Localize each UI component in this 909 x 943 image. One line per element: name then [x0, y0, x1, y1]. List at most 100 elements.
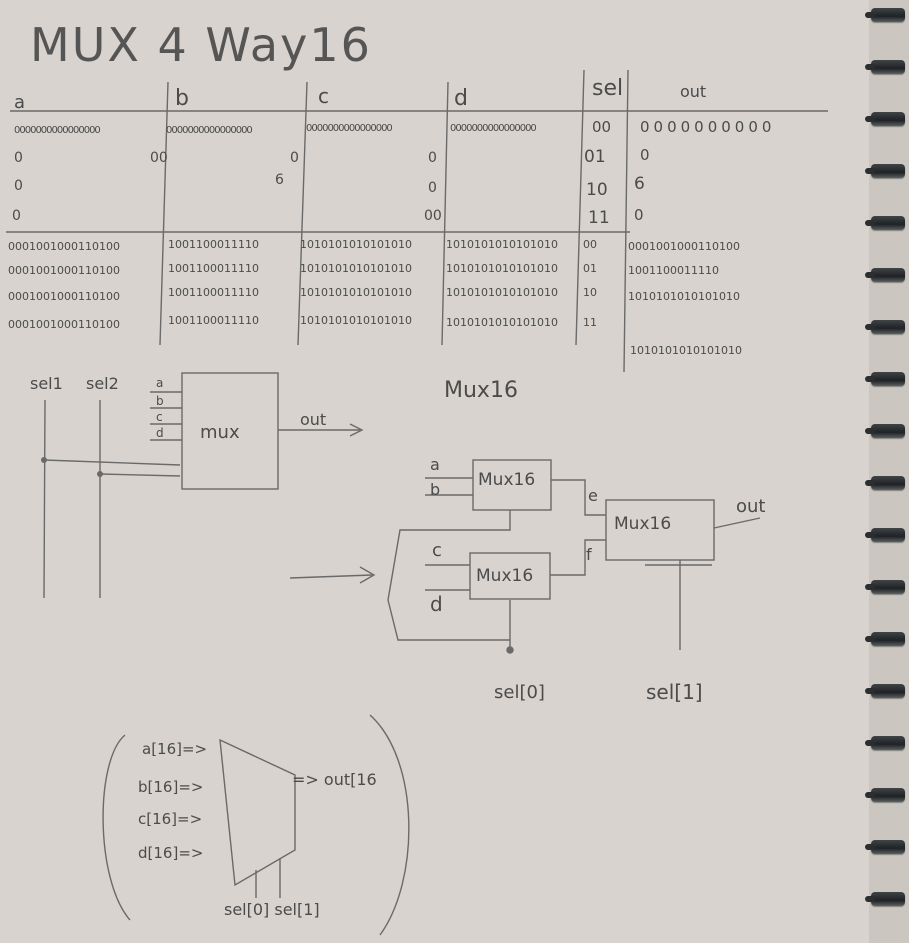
table-col-line — [441, 81, 449, 346]
spiral-ring — [865, 632, 905, 646]
col-header-sel: sel — [592, 76, 624, 101]
bitrow4-sel: 11 — [583, 316, 597, 329]
junction-dots — [41, 457, 103, 477]
row1-a: 0 — [14, 150, 23, 166]
bitrow3-d: 1010101010101010 — [446, 286, 558, 299]
d3-output: => out[16 — [292, 770, 377, 789]
bitrow1-out: 0001001000110100 — [628, 240, 740, 253]
bitrow2-sel: 01 — [583, 262, 597, 275]
row1-out: 0 — [640, 146, 650, 164]
sel2-link — [99, 473, 181, 477]
row1-c: 0 — [290, 150, 299, 166]
row3-out: 0 — [634, 206, 644, 224]
mux16-heading: Mux16 — [444, 378, 518, 403]
row0-c: 0000000000000000 — [306, 123, 393, 134]
col-header-b: b — [175, 86, 189, 111]
page-title: MUX 4 Way16 — [30, 18, 372, 72]
final-out-wire — [713, 517, 761, 529]
table-col-line — [297, 81, 308, 346]
d2-input-b: b — [430, 480, 441, 499]
col-header-out: out — [680, 82, 707, 101]
row2-sel: 10 — [586, 180, 608, 200]
spiral-ring — [865, 372, 905, 386]
row0-a: 0000000000000000 — [14, 125, 101, 136]
col-header-a: a — [14, 92, 26, 113]
sel1-link — [43, 459, 181, 466]
bitrow2-c: 1010101010101010 — [300, 262, 412, 275]
row1-d: 0 — [428, 150, 437, 166]
spiral-ring — [865, 736, 905, 750]
bitrow2-d: 1010101010101010 — [446, 262, 558, 275]
table-col-line — [159, 81, 169, 346]
bitrow4-d: 1010101010101010 — [446, 316, 558, 329]
spiral-ring — [865, 580, 905, 594]
bitrow1-a: 0001001000110100 — [8, 240, 120, 253]
mux16-top-label: Mux16 — [478, 470, 536, 490]
mux-box — [181, 372, 279, 490]
row1-b: 00 — [150, 150, 168, 166]
wire-e-label: e — [588, 486, 598, 505]
input-a-label: a — [156, 376, 164, 390]
col-header-d: d — [454, 86, 468, 111]
d2-input-d: d — [430, 592, 443, 616]
mux16-final-label: Mux16 — [614, 514, 672, 534]
row3-sel: 11 — [588, 208, 610, 228]
row3-d: 00 — [424, 208, 442, 224]
bitrow4-a: 0001001000110100 — [8, 318, 120, 331]
mux16-bottom-label: Mux16 — [476, 566, 534, 586]
spiral-ring — [865, 788, 905, 802]
bitrow1-d: 1010101010101010 — [446, 238, 558, 251]
row2-d: 0 — [428, 180, 437, 196]
out-label: out — [300, 410, 327, 429]
mux-label: mux — [200, 422, 240, 443]
d3-input-a: a[16]=> — [142, 740, 208, 758]
spiral-ring — [865, 892, 905, 906]
f-wire — [550, 539, 606, 576]
bitrow1-sel: 00 — [583, 238, 597, 251]
sel1-wire — [43, 399, 46, 599]
col-header-c: c — [318, 84, 329, 108]
bitrow2-a: 0001001000110100 — [8, 264, 120, 277]
sel1-label: sel1 — [30, 374, 63, 393]
sel0-loop — [387, 510, 511, 641]
spiral-ring — [865, 320, 905, 334]
bitrow2-out: 1001100011110 — [628, 264, 719, 277]
spiral-ring — [865, 424, 905, 438]
sel2-label: sel2 — [86, 374, 119, 393]
bitrow2-b: 1001100011110 — [168, 262, 259, 275]
input-b-label: b — [156, 394, 164, 408]
arrow-line — [289, 574, 373, 579]
mux16-final-box — [605, 499, 715, 561]
row2-b: 6 — [275, 172, 284, 188]
spiral-ring — [865, 216, 905, 230]
spiral-ring — [865, 268, 905, 282]
mux16-bottom-box — [469, 552, 551, 600]
spiral-ring — [865, 476, 905, 490]
spiral-ring — [865, 840, 905, 854]
input-d-label: d — [156, 426, 164, 440]
bitrow1-c: 1010101010101010 — [300, 238, 412, 251]
bitrow3-out: 1010101010101010 — [628, 290, 740, 303]
spiral-ring — [865, 528, 905, 542]
mux16-top-box — [472, 459, 552, 511]
spiral-binding — [865, 0, 909, 943]
row2-out: 6 — [634, 174, 645, 194]
left-paren — [102, 734, 131, 921]
bitrow4-b: 1001100011110 — [168, 314, 259, 327]
spiral-ring — [865, 164, 905, 178]
spiral-ring — [865, 112, 905, 126]
spiral-ring — [865, 8, 905, 22]
mux-trapezoid — [219, 738, 296, 887]
bitrow3-b: 1001100011110 — [168, 286, 259, 299]
row1-sel: 01 — [584, 147, 606, 167]
bitrow4-out: 1010101010101010 — [630, 344, 742, 357]
spiral-ring — [865, 60, 905, 74]
d3-input-b: b[16]=> — [138, 778, 204, 796]
row0-b: 0000000000000000 — [166, 125, 253, 136]
bitrow1-b: 1001100011110 — [168, 238, 259, 251]
spiral-ring — [865, 684, 905, 698]
sel1-label-2: sel[1] — [646, 680, 703, 704]
row2-a: 0 — [14, 178, 23, 194]
e-wire — [551, 479, 606, 516]
